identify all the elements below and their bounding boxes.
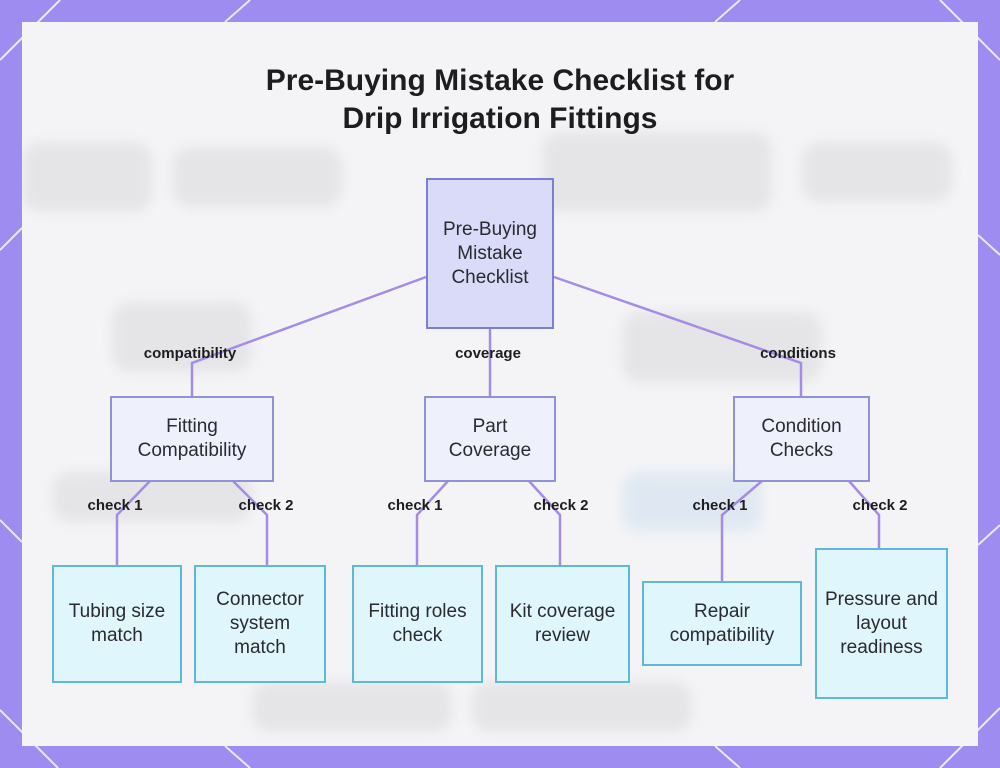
edge-label-compat-check1: check 1 [87,497,143,514]
edge-coverage-check1 [415,480,449,566]
node-condition-checks: Condition Checks [733,396,870,482]
edge-compat-check1 [115,480,151,566]
edge-label-compatibility: compatibility [143,345,237,362]
node-pressure-layout-readiness: Pressure and layout readiness [815,548,948,699]
edge-label-coverage-check1: check 1 [387,497,443,514]
diagram-title: Pre-Buying Mistake Checklist for Drip Ir… [0,62,1000,138]
edge-root-compatibility [190,275,427,398]
edge-conditions-check2 [848,480,881,549]
node-fitting-compatibility: Fitting Compatibility [110,396,274,482]
node-kit-coverage-review: Kit coverage review [495,565,630,683]
node-tubing-size-match: Tubing size match [52,565,182,683]
edge-label-coverage-check2: check 2 [533,497,589,514]
title-line-2: Drip Irrigation Fittings [342,102,658,135]
edge-label-conditions-check1: check 1 [692,497,748,514]
edge-label-conditions: conditions [760,345,836,362]
edge-compat-check2 [232,480,269,566]
edge-root-conditions [553,275,803,398]
edge-label-conditions-check2: check 2 [852,497,908,514]
edge-coverage-check2 [528,480,562,566]
edge-label-coverage: coverage [455,345,521,362]
edge-conditions-check1 [720,480,763,582]
node-part-coverage: Part Coverage [424,396,556,482]
node-repair-compatibility: Repair compatibility [642,581,802,666]
node-fitting-roles-check: Fitting roles check [352,565,483,683]
node-connector-system-match: Connector system match [194,565,326,683]
node-root: Pre-Buying Mistake Checklist [426,178,554,329]
blurred-background [22,22,978,746]
title-line-1: Pre-Buying Mistake Checklist for [265,64,735,97]
edge-label-compat-check2: check 2 [238,497,294,514]
